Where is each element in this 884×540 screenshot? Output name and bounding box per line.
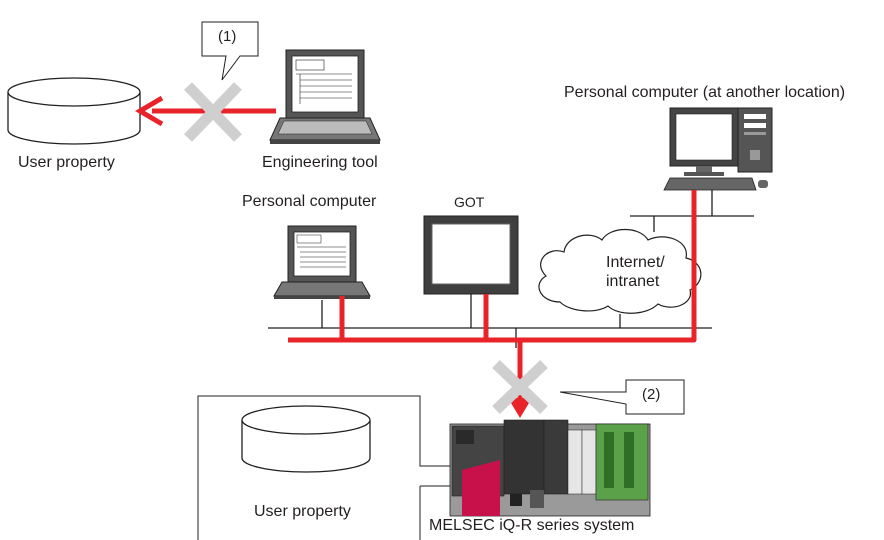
internet-label-line2: intranet xyxy=(606,273,660,290)
engineering-tool-label: Engineering tool xyxy=(262,154,378,171)
laptop-icon xyxy=(269,49,381,144)
callout-2-label: (2) xyxy=(642,386,661,403)
plc-system-label: MELSEC iQ-R series system xyxy=(429,517,635,534)
callout-2-bubble xyxy=(559,379,685,415)
user-property-left-label: User property xyxy=(18,154,115,171)
pc-remote-label: Personal computer (at another location) xyxy=(564,84,846,101)
callout-1-label: (1) xyxy=(218,28,237,45)
pc-local-label: Personal computer xyxy=(242,193,377,210)
plc-internal-box xyxy=(197,395,450,540)
got-panel-icon xyxy=(423,215,519,295)
database-icon xyxy=(7,77,141,145)
database-icon xyxy=(241,405,371,473)
laptop-icon xyxy=(273,225,371,299)
plc-rack-icon xyxy=(449,419,651,517)
desktop-computer-icon xyxy=(663,107,773,191)
internet-label-line1: Internet/ xyxy=(606,254,665,271)
blocked-x-icon xyxy=(184,82,242,142)
callout-1-bubble xyxy=(201,21,259,81)
access-arrowhead xyxy=(508,398,532,418)
cloud-icon xyxy=(538,228,702,314)
blocked-x-icon xyxy=(492,360,548,414)
got-label: GOT xyxy=(454,194,485,210)
user-property-bottom-label: User property xyxy=(254,503,351,520)
